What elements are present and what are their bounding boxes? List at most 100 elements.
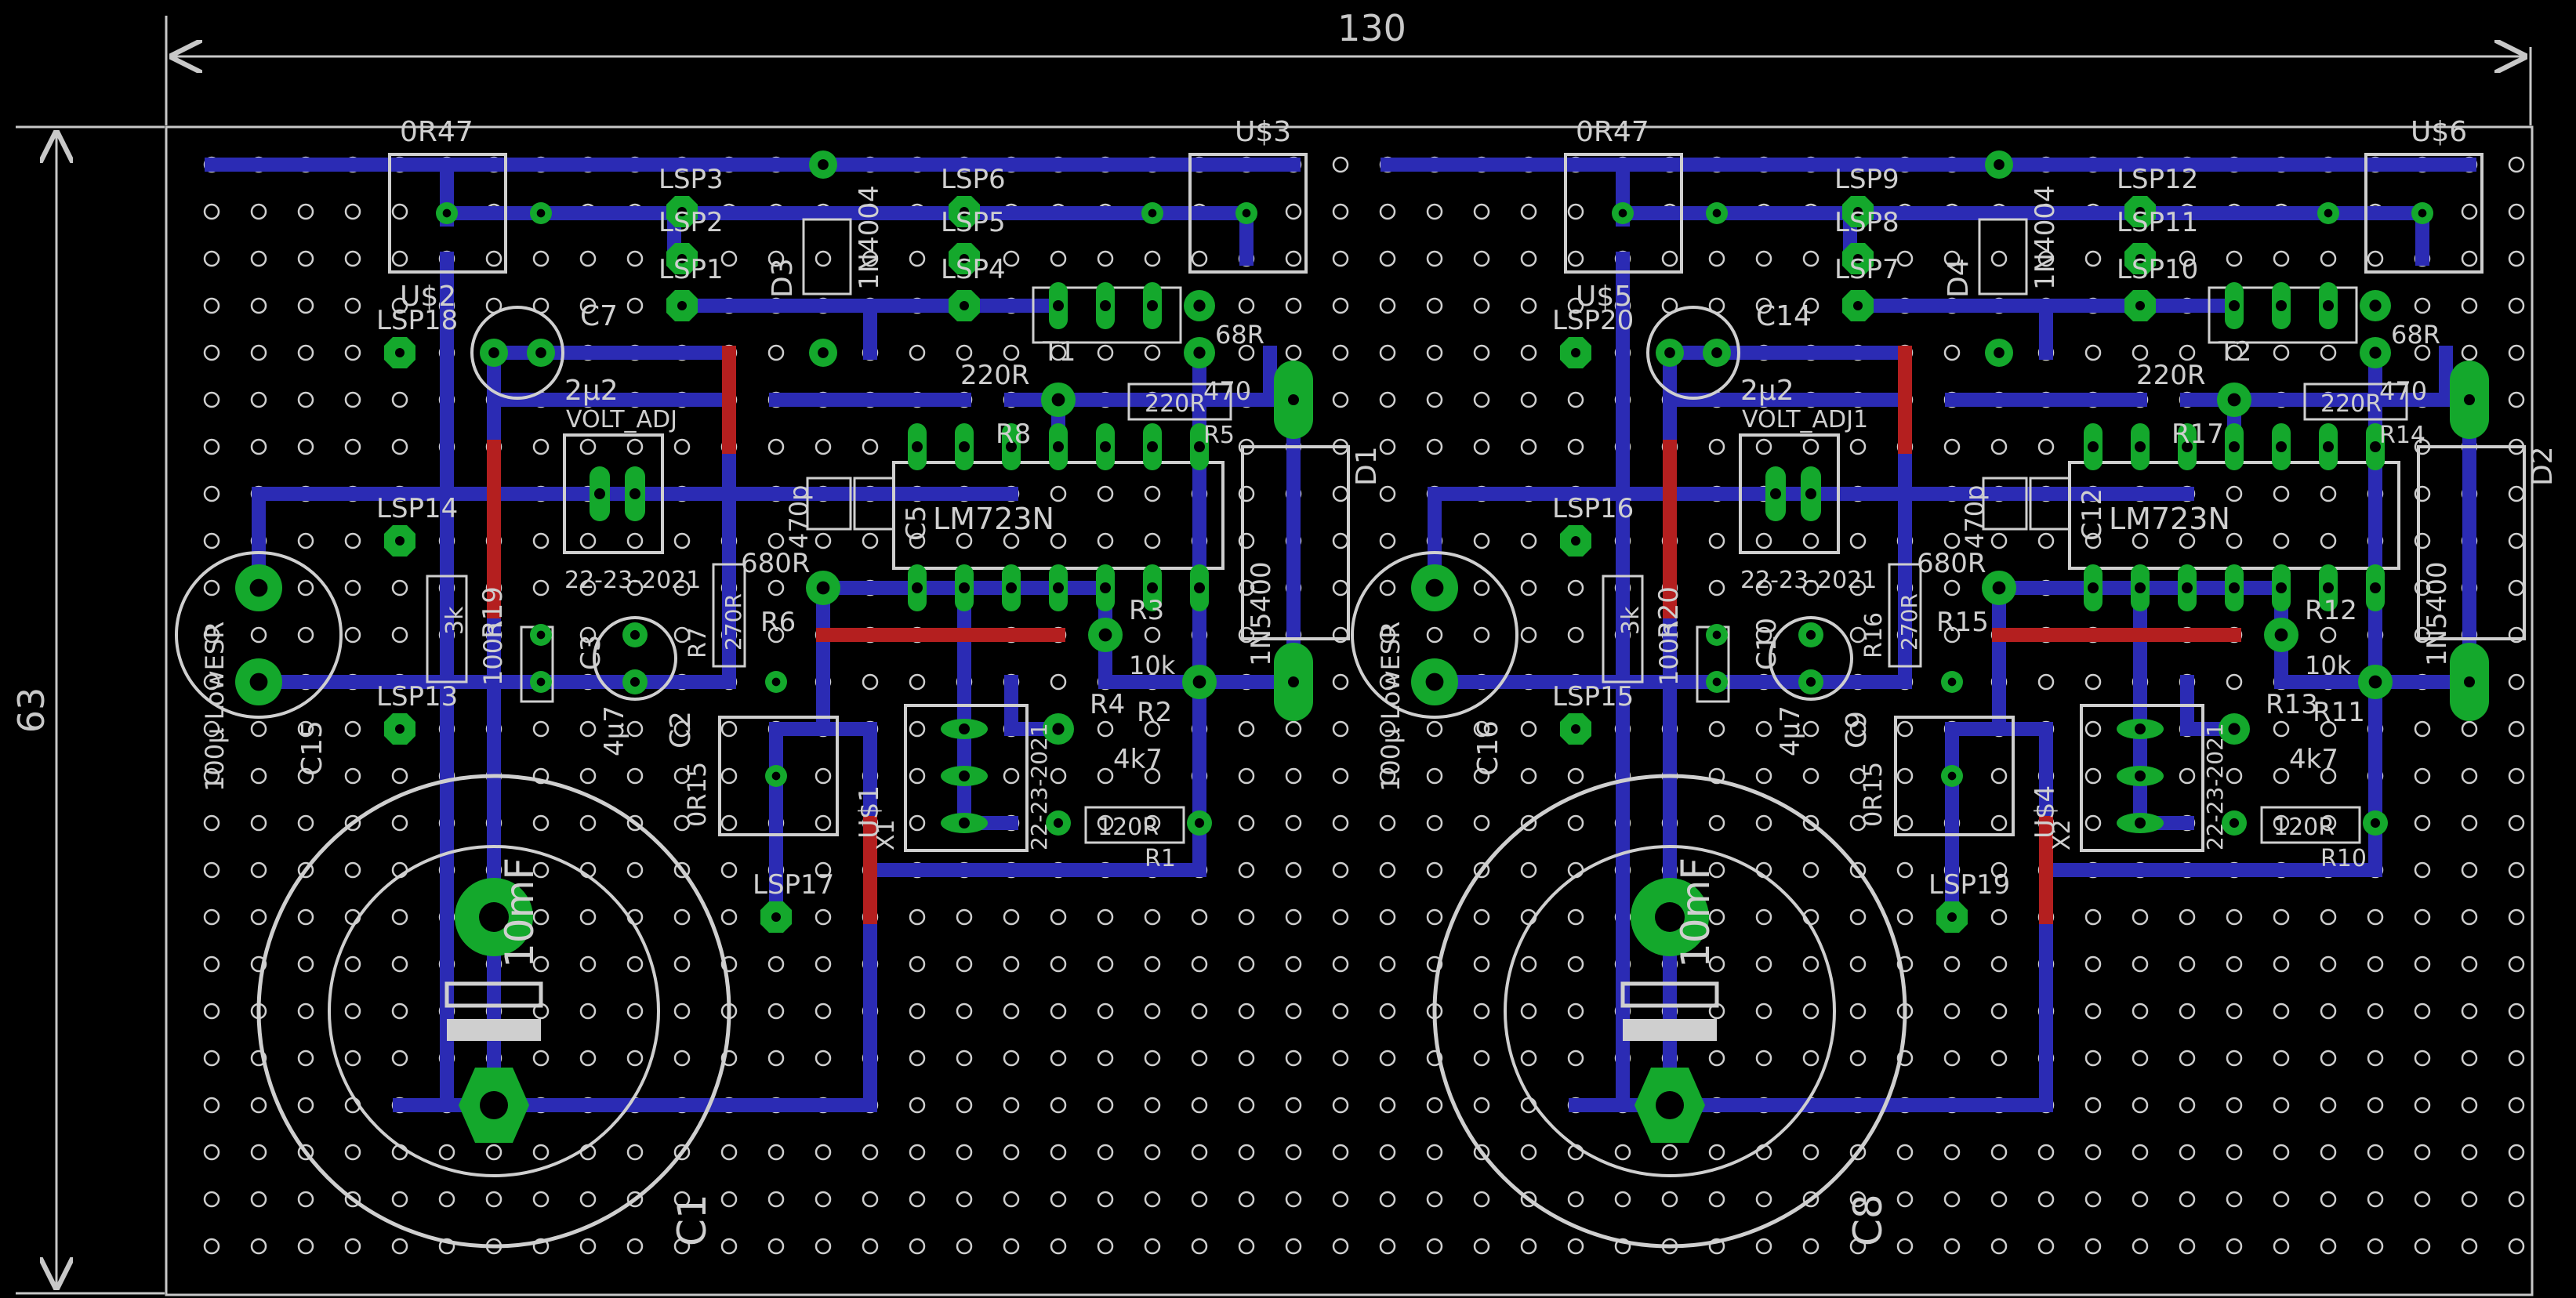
silkscreen-label: D4 <box>1943 258 1975 298</box>
grid-hole <box>1567 250 1584 267</box>
pad-drill <box>1193 299 1206 312</box>
pad-drill <box>442 208 452 218</box>
grid-hole <box>2179 1003 2196 1020</box>
grid-hole <box>626 767 644 785</box>
pad-drill <box>1947 912 1957 922</box>
grid-hole <box>2226 1003 2243 1020</box>
grid-hole <box>1050 1144 1067 1161</box>
pad-drill <box>2276 582 2287 593</box>
grid-hole <box>579 532 597 549</box>
grid-hole <box>391 955 408 973</box>
grid-hole <box>673 579 691 596</box>
pad-drill <box>2323 582 2334 593</box>
pad-drill <box>2229 441 2240 452</box>
silkscreen-label: R6 <box>760 607 796 638</box>
grid-hole <box>1332 344 1349 361</box>
pad-drill <box>1571 724 1580 734</box>
grid-hole <box>2084 1238 2102 1255</box>
silkscreen-label: 68R <box>1215 320 1264 350</box>
silkscreen-label: R7 <box>684 627 712 658</box>
pad-drill <box>818 347 829 358</box>
silkscreen-label: 100µ LowESR <box>1376 622 1406 792</box>
grid-hole <box>2508 344 2525 361</box>
test-point-label: LSP3 <box>659 164 724 195</box>
pad-drill <box>2229 818 2240 828</box>
grid-hole <box>909 1144 926 1161</box>
pad-drill <box>1288 394 1299 405</box>
pad-drill <box>1712 208 1722 218</box>
grid-hole <box>1473 1003 1490 1020</box>
grid-hole <box>203 908 220 926</box>
copper-trace <box>2039 346 2382 877</box>
silkscreen-label: 120R <box>2273 814 2335 841</box>
grid-hole <box>2273 767 2290 785</box>
silkscreen-label: C9 <box>1841 711 1873 749</box>
grid-hole <box>203 720 220 738</box>
grid-hole <box>1285 344 1302 361</box>
grid-hole <box>1802 1003 1820 1020</box>
pad-drill <box>771 771 781 781</box>
grid-hole <box>203 344 220 361</box>
grid-hole <box>1614 1238 1631 1255</box>
grid-hole <box>1379 814 1396 832</box>
pad-drill <box>2135 254 2145 263</box>
grid-hole <box>1708 579 1725 596</box>
esr-cap-outline <box>175 551 343 719</box>
resistor-outline <box>1127 383 1232 421</box>
grid-hole <box>767 344 785 361</box>
grid-hole <box>532 908 550 926</box>
grid-hole <box>1473 908 1490 926</box>
grid-hole <box>1097 344 1114 361</box>
test-point-label: LSP8 <box>1834 207 1899 238</box>
grid-hole <box>1238 767 1255 785</box>
connector-outline <box>2080 704 2204 852</box>
grid-hole <box>2320 720 2337 738</box>
grid-hole <box>2461 1191 2478 1208</box>
pad-drill <box>629 676 640 687</box>
grid-hole <box>2179 1191 2196 1208</box>
grid-hole <box>1379 861 1396 879</box>
grid-hole <box>1097 908 1114 926</box>
grid-hole <box>767 532 785 549</box>
copper-trace <box>816 581 877 736</box>
test-point-label: LSP18 <box>376 305 458 336</box>
pad-drill <box>1006 582 1017 593</box>
grid-hole <box>1144 720 1161 738</box>
grid-hole <box>673 908 691 926</box>
grid-hole <box>673 861 691 879</box>
grid-hole <box>438 1191 455 1208</box>
pad-drill <box>1288 676 1299 687</box>
grid-hole <box>1097 1003 1114 1020</box>
grid-hole <box>1896 1050 1914 1067</box>
grid-hole <box>1755 720 1772 738</box>
grid-hole <box>2508 297 2525 314</box>
test-point-label: LSP17 <box>753 869 834 901</box>
pad-drill <box>1805 488 1816 499</box>
grid-hole <box>1003 1144 1020 1161</box>
grid-hole <box>1285 1097 1302 1114</box>
grid-hole <box>1379 438 1396 455</box>
pad-drill <box>1192 675 1206 689</box>
grid-hole <box>2461 344 2478 361</box>
grid-hole <box>2132 344 2149 361</box>
grid-hole <box>532 250 550 267</box>
grid-hole <box>1050 955 1067 973</box>
grid-hole <box>909 344 926 361</box>
grid-hole <box>1332 297 1349 314</box>
grid-hole <box>1943 1003 1961 1020</box>
grid-hole <box>1097 955 1114 973</box>
rect-diode-outline <box>2417 445 2526 640</box>
silkscreen-label: R12 <box>2305 595 2357 626</box>
grid-hole <box>2320 1144 2337 1161</box>
grid-hole <box>1567 1238 1584 1255</box>
pad-drill <box>912 441 923 452</box>
grid-hole <box>815 1238 832 1255</box>
grid-hole <box>1238 814 1255 832</box>
grid-hole <box>1144 1144 1161 1161</box>
pad-drill <box>959 723 970 734</box>
silkscreen-label: R4 <box>1090 689 1125 720</box>
dimension-height: 63 <box>10 125 165 1295</box>
grid-hole <box>2226 767 2243 785</box>
grid-hole <box>532 720 550 738</box>
silkscreen-label: 120R <box>1098 814 1159 841</box>
